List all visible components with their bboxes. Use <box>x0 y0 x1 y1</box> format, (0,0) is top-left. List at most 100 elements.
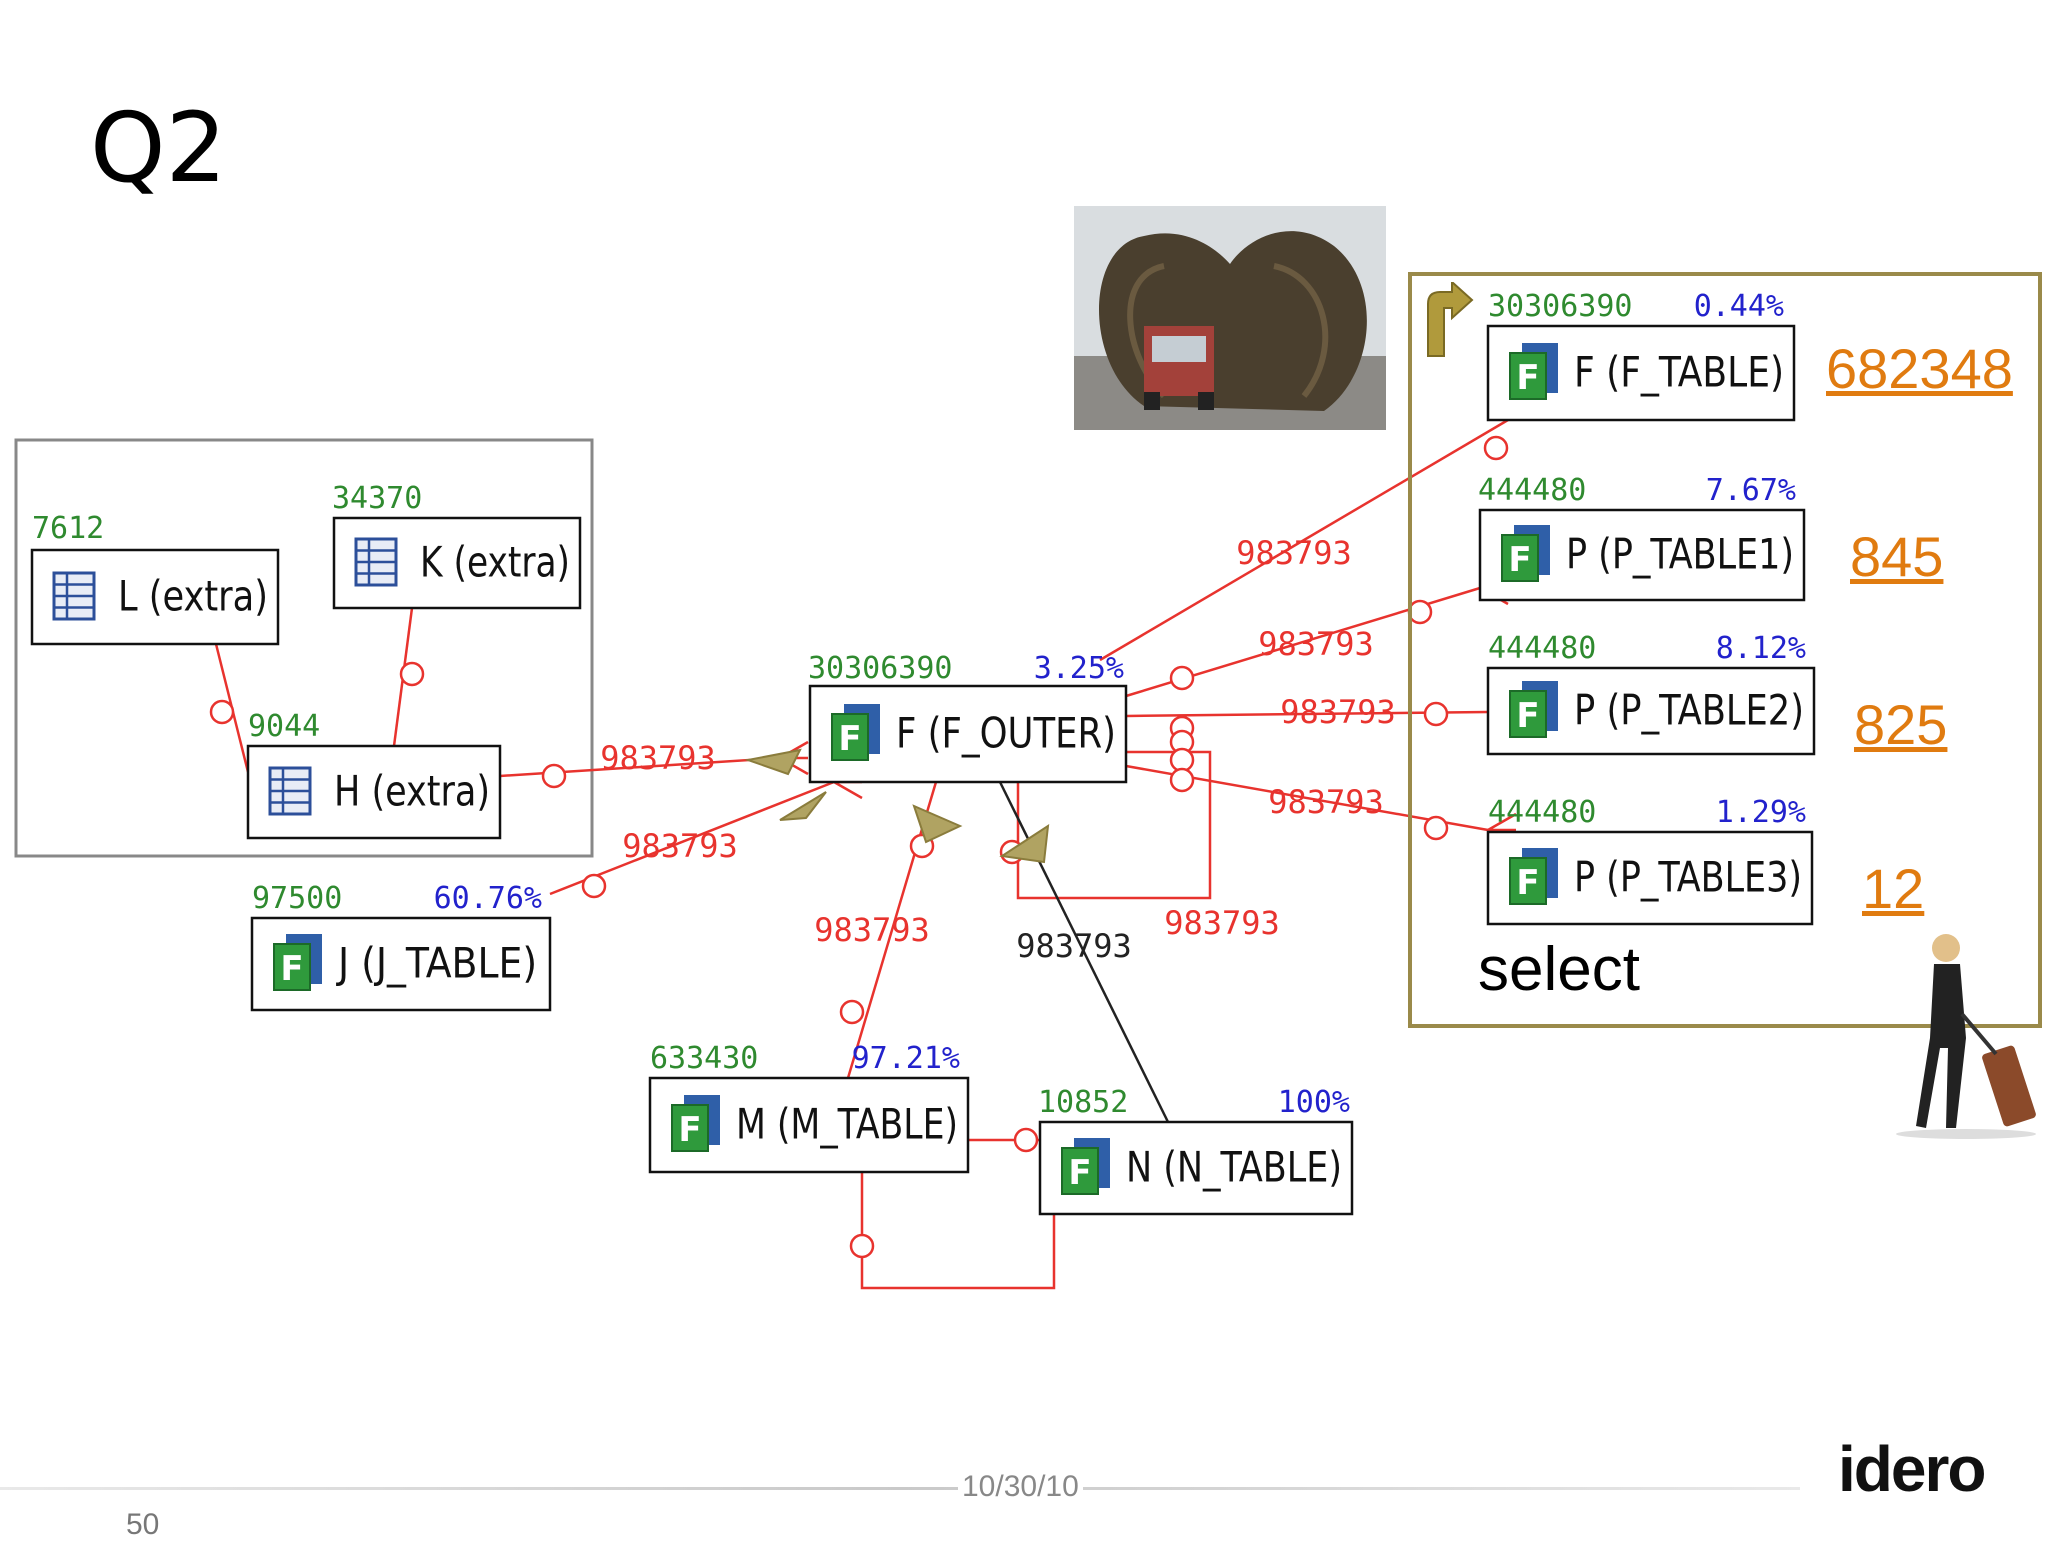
node-k[interactable]: K (extra) <box>332 516 582 610</box>
fact-table-icon: F <box>1501 525 1550 582</box>
svg-text:F: F <box>1508 540 1531 580</box>
edge-e-fo-m[interactable] <box>846 781 938 1079</box>
node-label: H (extra) <box>334 767 490 816</box>
row-count: 9044 <box>248 709 320 744</box>
selectivity-percent: 97.21% <box>852 1041 960 1076</box>
cardinality-ring <box>849 1233 875 1259</box>
node-label: J (J_TABLE) <box>336 939 537 988</box>
edge-e-m-self[interactable] <box>860 1172 1056 1290</box>
node-label: M (M_TABLE) <box>736 1100 958 1149</box>
node-m[interactable]: F M (M_TABLE) <box>648 1076 970 1174</box>
fact-table-icon: F <box>273 934 322 991</box>
edge-label: 983793 <box>1236 534 1352 572</box>
node-fo[interactable]: F F (F_OUTER) <box>808 684 1128 784</box>
row-count: 30306390 <box>1488 289 1633 324</box>
node-label: F (F_TABLE) <box>1574 348 1784 397</box>
node-p2[interactable]: F P (P_TABLE2) <box>1486 666 1816 756</box>
fact-table-icon: F <box>1509 343 1558 400</box>
edge-e-fo-ft[interactable] <box>1099 418 1509 662</box>
selectivity-percent: 8.12% <box>1716 631 1806 666</box>
svg-text:F: F <box>1516 696 1539 736</box>
node-label: P (P_TABLE2) <box>1574 686 1804 735</box>
fact-table-icon: F <box>1509 681 1558 738</box>
node-label: K (extra) <box>420 538 570 587</box>
fact-table-icon: F <box>831 704 880 761</box>
row-count: 7612 <box>32 511 104 546</box>
row-count: 444480 <box>1488 795 1596 830</box>
node-label: L (extra) <box>118 572 268 621</box>
brand-logo: idero <box>1838 1433 1986 1505</box>
plan-cost-panel <box>1408 272 2042 1028</box>
cardinality-ring <box>209 699 235 725</box>
row-count: 444480 <box>1478 473 1586 508</box>
cardinality-ring <box>1423 815 1449 841</box>
node-label: N (N_TABLE) <box>1126 1143 1342 1192</box>
overloaded-truck-photo <box>1074 206 1386 430</box>
cardinality-ring <box>839 999 865 1025</box>
join-direction-arrow <box>744 748 802 776</box>
node-label: P (P_TABLE1) <box>1566 530 1794 579</box>
selectivity-percent: 3.25% <box>1034 651 1124 686</box>
cost-p-table3[interactable]: 12 <box>1862 857 1925 920</box>
cost-p-table2[interactable]: 825 <box>1854 693 1948 756</box>
node-label: P (P_TABLE3) <box>1574 853 1802 902</box>
svg-text:F: F <box>838 719 861 759</box>
table-grid-icon <box>52 571 96 621</box>
selectivity-percent: 7.67% <box>1706 473 1796 508</box>
fact-table-icon: F <box>671 1095 720 1152</box>
row-count: 30306390 <box>808 651 953 686</box>
edge-label: 983793 <box>1164 904 1280 942</box>
edge-label: 983793 <box>1268 783 1384 821</box>
cardinality-ring <box>541 763 567 789</box>
cardinality-ring <box>581 873 607 899</box>
node-h[interactable]: H (extra) <box>246 744 502 840</box>
cardinality-ring <box>1169 767 1195 793</box>
row-count: 97500 <box>252 881 342 916</box>
selectivity-percent: 100% <box>1278 1085 1350 1120</box>
walking-woman-image <box>1896 934 2036 1139</box>
edge-label: 983793 <box>1258 625 1374 663</box>
selectivity-percent: 60.76% <box>434 881 542 916</box>
table-grid-icon <box>268 766 312 816</box>
cardinality-ring <box>1169 747 1195 773</box>
node-l[interactable]: L (extra) <box>30 548 280 646</box>
cardinality-ring <box>399 661 425 687</box>
edge-label: 983793 <box>814 911 930 949</box>
turn-arrow-icon <box>1427 282 1474 357</box>
edge-label: 983793 <box>622 827 738 865</box>
row-count: 633430 <box>650 1041 758 1076</box>
fact-table-icon: F <box>1061 1138 1110 1195</box>
node-label: F (F_OUTER) <box>896 709 1116 758</box>
node-p1[interactable]: F P (P_TABLE1) <box>1478 508 1806 602</box>
row-count: 10852 <box>1038 1085 1128 1120</box>
edge-label: 983793 <box>1016 927 1132 965</box>
table-grid-icon <box>354 537 398 587</box>
cost-f-table[interactable]: 682348 <box>1826 337 2013 400</box>
footer-rule <box>0 1487 1800 1490</box>
fact-table-icon: F <box>1509 848 1558 905</box>
slide-title: Q2 <box>90 92 227 204</box>
footer-date: 10/30/10 <box>958 1470 1083 1504</box>
edge-label: 983793 <box>1280 693 1396 731</box>
node-n[interactable]: F N (N_TABLE) <box>1038 1120 1354 1216</box>
node-j[interactable]: F J (J_TABLE) <box>250 916 552 1012</box>
svg-text:F: F <box>280 949 303 989</box>
svg-text:F: F <box>678 1110 701 1150</box>
svg-text:F: F <box>1516 863 1539 903</box>
join-direction-arrow <box>999 824 1050 864</box>
node-p3[interactable]: F P (P_TABLE3) <box>1486 830 1814 926</box>
node-ft[interactable]: F F (F_TABLE) <box>1486 324 1796 422</box>
svg-text:F: F <box>1068 1153 1091 1193</box>
row-count: 444480 <box>1488 631 1596 666</box>
svg-text:F: F <box>1516 358 1539 398</box>
selectivity-percent: 0.44% <box>1694 289 1784 324</box>
cost-p-table1[interactable]: 845 <box>1850 525 1944 588</box>
edge-label: 983793 <box>600 739 716 777</box>
row-count: 34370 <box>332 481 422 516</box>
cardinality-ring <box>1013 1127 1039 1153</box>
cardinality-ring <box>1483 435 1509 461</box>
join-direction-arrow <box>912 804 963 844</box>
page-number: 50 <box>126 1508 160 1541</box>
extra-tables-group <box>14 438 594 858</box>
